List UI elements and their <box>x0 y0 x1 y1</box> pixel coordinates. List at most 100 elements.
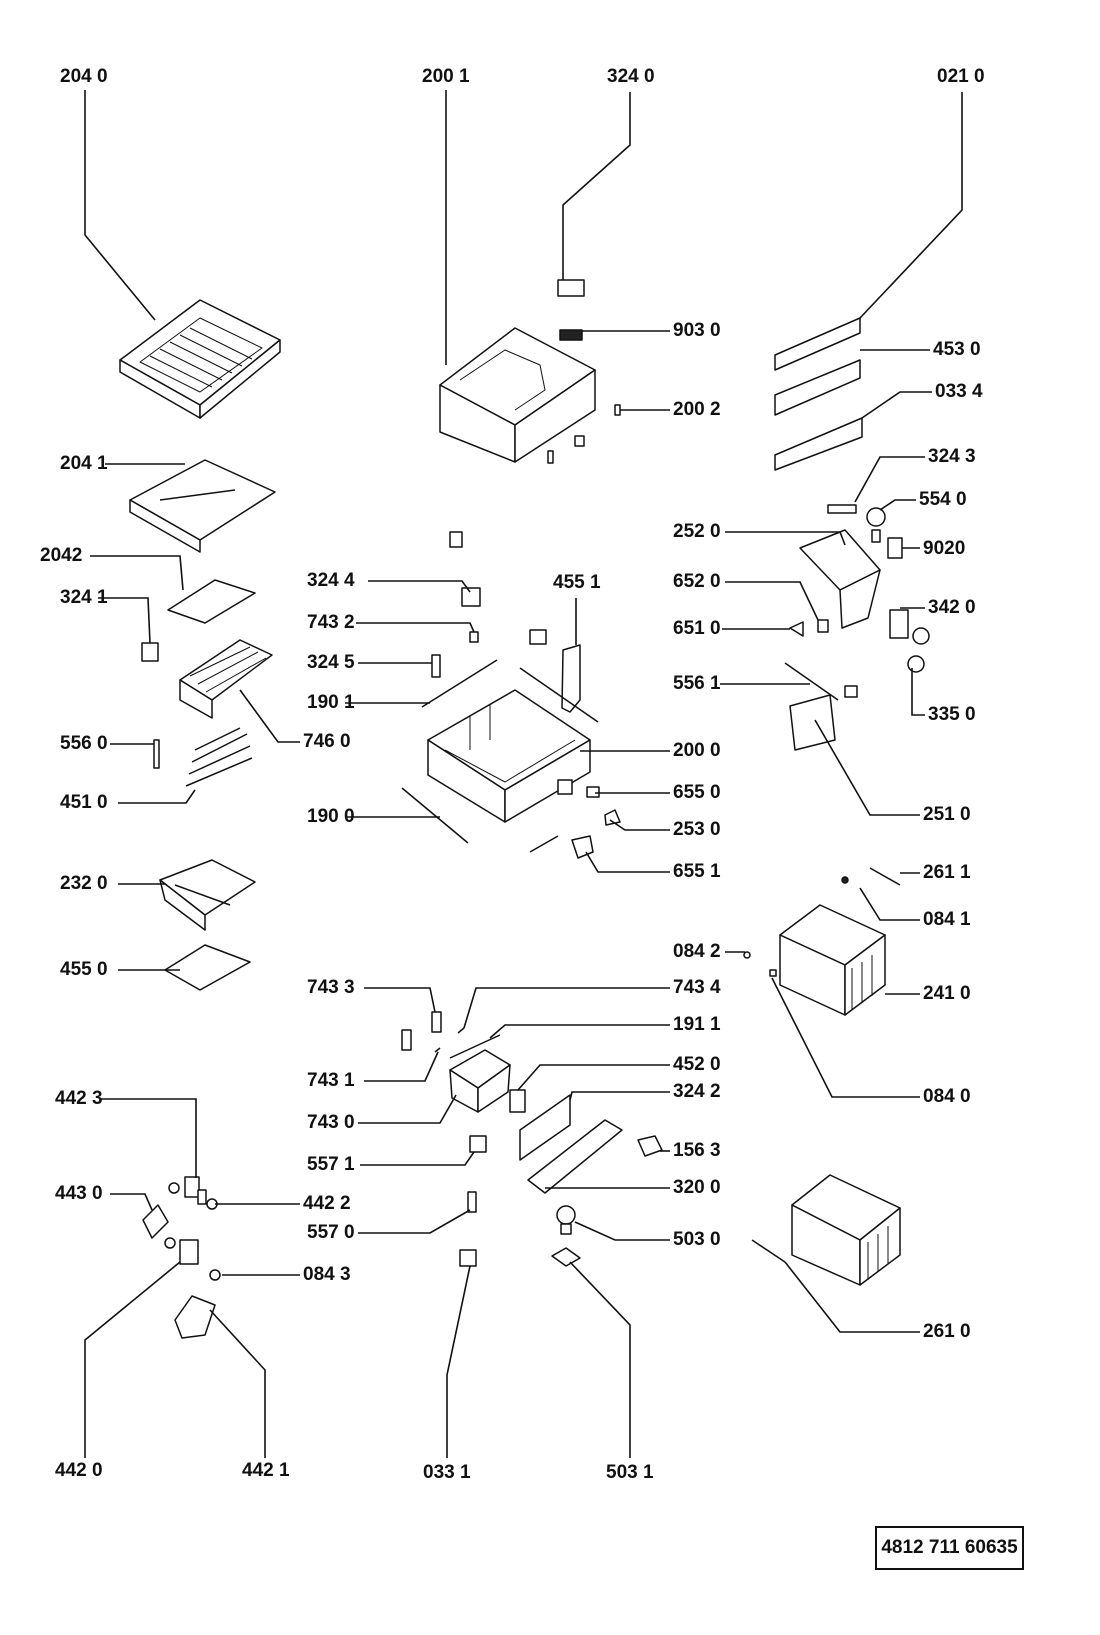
label-452-0: 452 0 <box>673 1054 721 1075</box>
part-204-0 <box>119 299 281 419</box>
part-021-0 <box>774 317 861 371</box>
part-554-0 <box>866 507 886 543</box>
label-324-4: 324 4 <box>307 570 355 591</box>
label-554-0: 554 0 <box>919 489 967 510</box>
label-651-0: 651 0 <box>673 618 721 639</box>
part-902-0 <box>887 537 903 559</box>
label-252-0: 252 0 <box>673 521 721 542</box>
part-743-1 <box>434 1047 441 1053</box>
part-232-0 <box>159 859 256 931</box>
leader-lines <box>84 90 963 1458</box>
label-084-0: 084 0 <box>923 1086 971 1107</box>
part-503-0 <box>556 1205 576 1235</box>
label-743-0: 743 0 <box>307 1112 355 1133</box>
label-2042: 2042 <box>40 545 83 566</box>
part-455-1 <box>529 629 581 713</box>
part-557-0 <box>467 1191 477 1213</box>
label-652-0: 652 0 <box>673 571 721 592</box>
label-557-1: 557 1 <box>307 1154 355 1175</box>
label-453-0: 453 0 <box>933 339 981 360</box>
part-033-1 <box>459 1249 477 1267</box>
label-261-1: 261 1 <box>923 862 971 883</box>
label-442-0: 442 0 <box>55 1460 103 1481</box>
part-442-1 <box>174 1295 216 1339</box>
part-442-2 <box>197 1189 218 1210</box>
label-442-1: 442 1 <box>242 1460 290 1481</box>
label-033-1: 033 1 <box>423 1462 471 1483</box>
part-084-2 <box>743 951 751 959</box>
part-241-0 <box>779 904 886 1016</box>
label-743-1: 743 1 <box>307 1070 355 1091</box>
part-324-1 <box>141 642 159 662</box>
label-324-0: 324 0 <box>607 66 655 87</box>
part-335-0 <box>907 655 925 673</box>
part-261-1 <box>841 867 901 886</box>
part-324-0 <box>557 279 585 297</box>
label-342-0: 342 0 <box>928 597 976 618</box>
part-442-0-part <box>164 1237 199 1265</box>
label-503-0: 503 0 <box>673 1229 721 1250</box>
part-746-0 <box>179 639 273 719</box>
label-503-1: 503 1 <box>606 1462 654 1483</box>
part-442-3 <box>168 1176 200 1198</box>
label-021-0: 021 0 <box>937 66 985 87</box>
label-746-0: 746 0 <box>303 731 351 752</box>
part-743-0 <box>449 1049 511 1113</box>
label-033-4: 033 4 <box>935 381 983 402</box>
label-655-0: 655 0 <box>673 782 721 803</box>
part-clips-200-1 <box>547 435 585 464</box>
part-556-0 <box>153 739 160 769</box>
part-320-0 <box>527 1119 623 1194</box>
label-324-5: 324 5 <box>307 652 355 673</box>
label-655-1: 655 1 <box>673 861 721 882</box>
label-261-0: 261 0 <box>923 1321 971 1342</box>
label-455-1: 455 1 <box>553 572 601 593</box>
label-084-3: 084 3 <box>303 1264 351 1285</box>
part-rail-right <box>519 667 599 723</box>
part-455-0 <box>164 944 251 991</box>
label-743-4: 743 4 <box>673 977 721 998</box>
label-743-2: 743 2 <box>307 612 355 633</box>
label-324-3: 324 3 <box>928 446 976 467</box>
label-320-0: 320 0 <box>673 1177 721 1198</box>
part-324-2 <box>519 1094 571 1161</box>
label-253-0: 253 0 <box>673 819 721 840</box>
label-241-0: 241 0 <box>923 983 971 1004</box>
part-743-4 <box>457 1027 465 1034</box>
label-451-0: 451 0 <box>60 792 108 813</box>
label-200-0: 200 0 <box>673 740 721 761</box>
part-200-2 <box>614 404 621 416</box>
part-084-0 <box>769 969 777 977</box>
label-556-0: 556 0 <box>60 733 108 754</box>
reference-number-box: 4812 711 60635 <box>875 1526 1024 1570</box>
label-200-1: 200 1 <box>422 66 470 87</box>
label-156-3: 156 3 <box>673 1140 721 1161</box>
part-084-3 <box>209 1269 221 1281</box>
label-455-0: 455 0 <box>60 959 108 980</box>
part-200-1 <box>439 327 596 463</box>
label-191-1: 191 1 <box>673 1014 721 1035</box>
label-084-2: 084 2 <box>673 941 721 962</box>
part-342-0 <box>889 609 930 645</box>
part-651-0 <box>789 621 804 637</box>
part-253-0 <box>604 809 621 826</box>
part-453-0 <box>774 359 861 416</box>
part-324-4 <box>449 531 481 607</box>
part-903-0 <box>559 329 583 341</box>
label-204-1: 204 1 <box>60 453 108 474</box>
part-324-5 <box>431 654 441 678</box>
label-232-0: 232 0 <box>60 873 108 894</box>
part-557-1 <box>469 1135 487 1153</box>
label-903-0: 903 0 <box>673 320 721 341</box>
label-442-3: 442 3 <box>55 1088 103 1109</box>
label-443-0: 443 0 <box>55 1183 103 1204</box>
part-204-1 <box>129 459 276 553</box>
label-190-0: 190 0 <box>307 806 355 827</box>
part-443-0 <box>142 1204 169 1239</box>
part-324-3 <box>827 504 857 514</box>
part-655-0 <box>557 779 600 798</box>
label-324-2: 324 2 <box>673 1081 721 1102</box>
label-204-0: 204 0 <box>60 66 108 87</box>
part-illustrations <box>119 279 930 1339</box>
